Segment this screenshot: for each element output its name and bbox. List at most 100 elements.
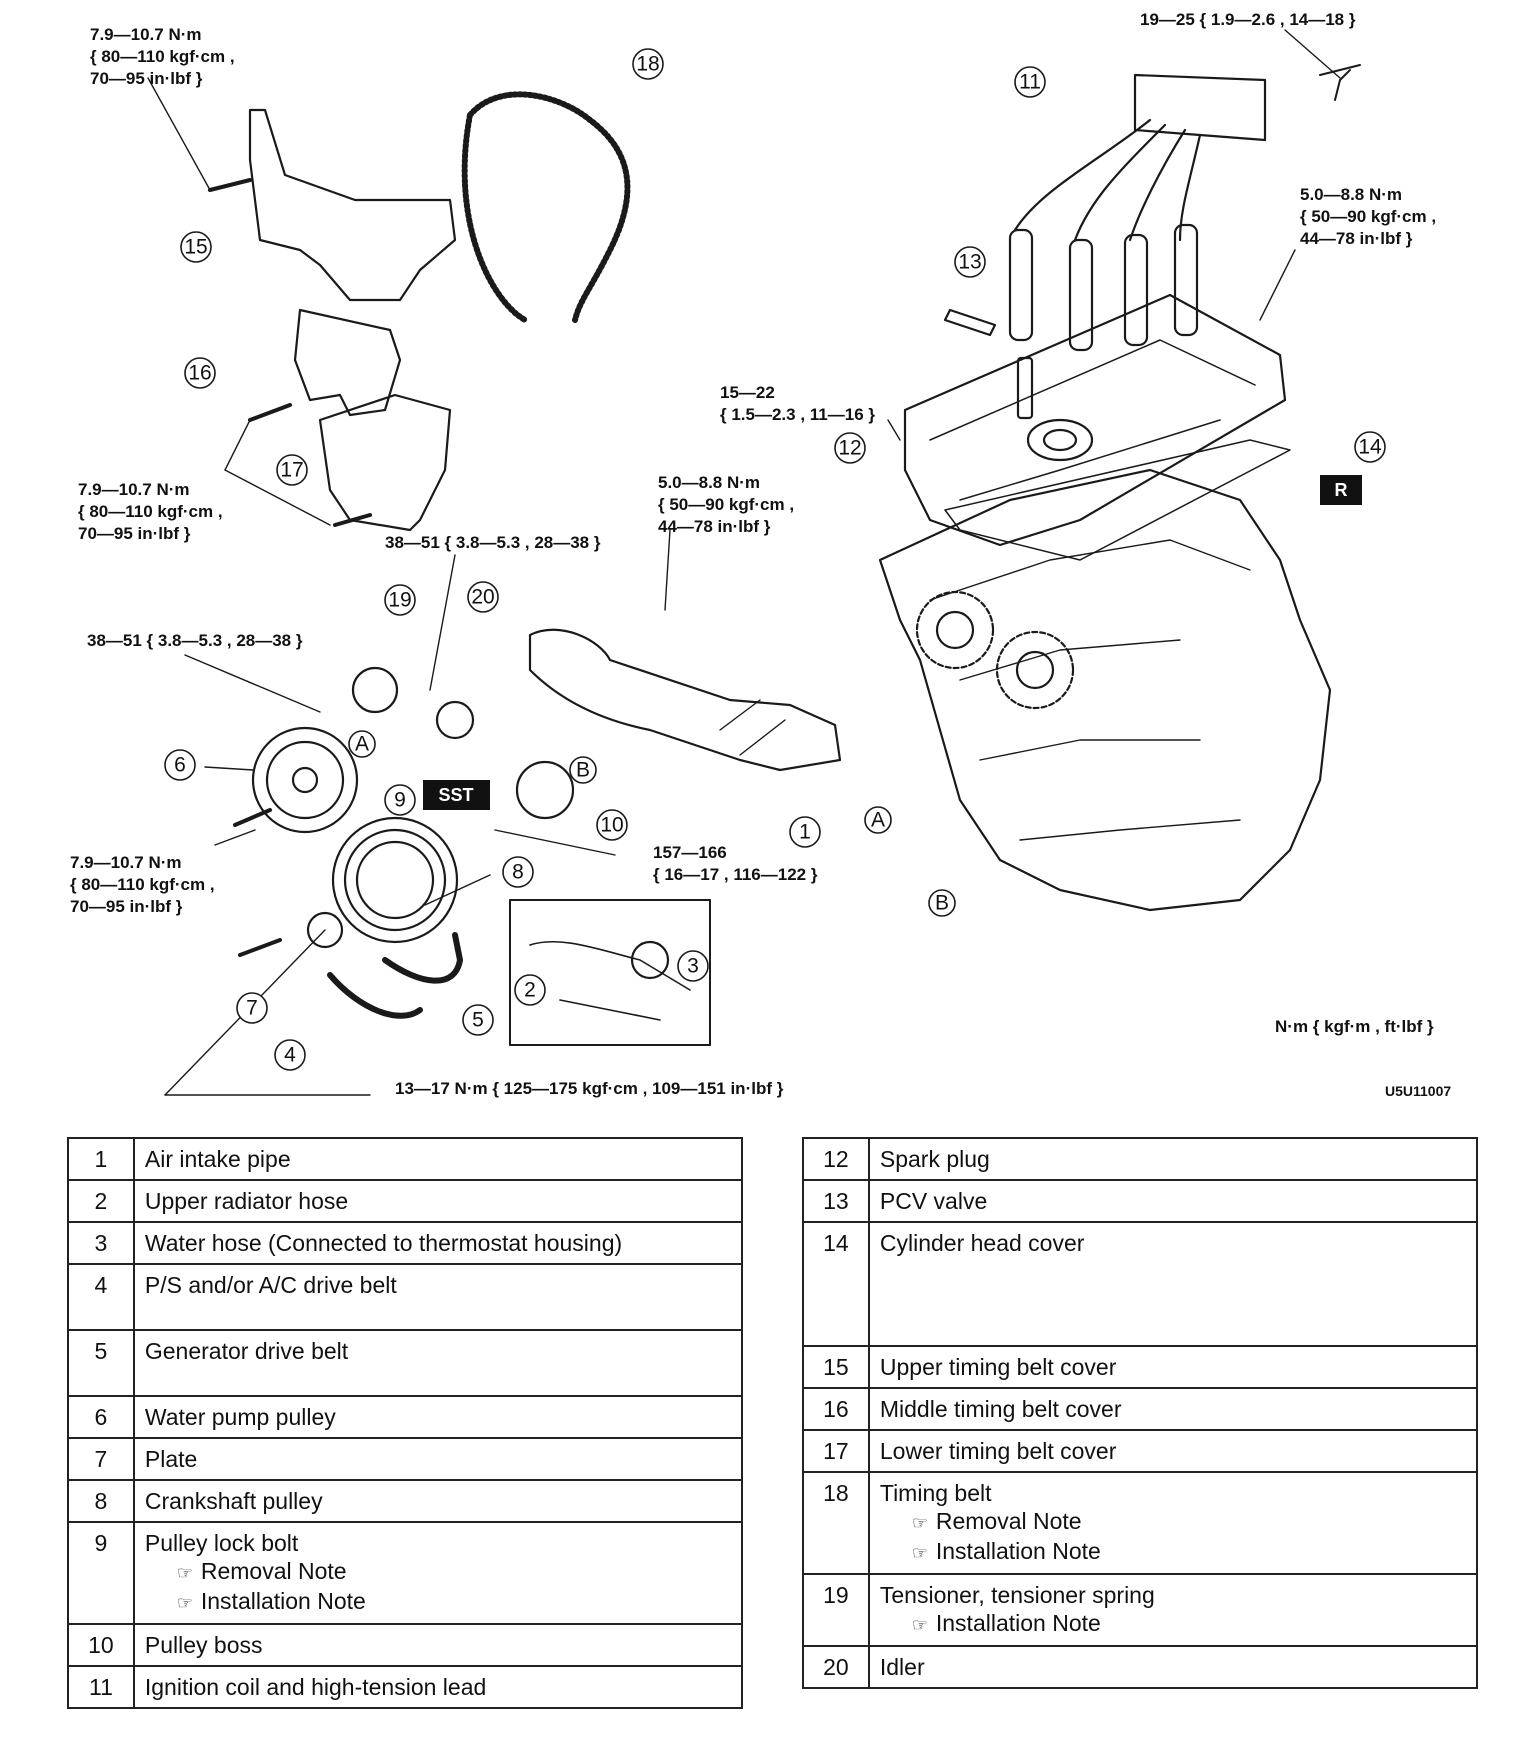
part-name-text: Air intake pipe (144, 1146, 291, 1172)
parts-row-5: 5 Generator drive belt (67, 1329, 744, 1397)
part-number: 3 (67, 1221, 135, 1265)
callout-number-14: 14 (1358, 436, 1382, 459)
part-name: PCV valve (867, 1179, 1479, 1223)
parts-row-11: 11 Ignition coil and high-tension lead (67, 1665, 744, 1709)
torque-line: 7.9—10.7 N·m (90, 25, 202, 44)
pointing-hand-icon: ☞ (176, 1563, 194, 1583)
letter-a-right: A (871, 809, 885, 832)
part-number: 1 (67, 1137, 135, 1181)
torque-line: 5.0—8.8 N·m (658, 473, 760, 492)
torque-label-spark-plug: 15—22{ 1.5—2.3 , 11—16 } (720, 383, 875, 424)
torque-label-head-cover-bolt: 5.0—8.8 N·m{ 50—90 kgf·cm ,44—78 in·lbf … (1300, 185, 1436, 248)
callout-number-13: 13 (958, 251, 981, 274)
cylinder-head-cover-drawing (903, 293, 1287, 547)
part-name-text: Upper radiator hose (144, 1188, 349, 1214)
part-name-text: Ignition coil and high-tension lead (144, 1674, 487, 1700)
letter-b-left: B (576, 759, 590, 782)
part-number: 5 (67, 1329, 135, 1397)
procedure-note-link[interactable]: ☞Installation Note (880, 1609, 1468, 1639)
letter-b-right: B (935, 892, 949, 915)
part-name-text: Spark plug (879, 1146, 990, 1172)
procedure-note-link[interactable]: ☞ Removal Note (145, 1557, 733, 1587)
torque-line: 7.9—10.7 N·m (70, 853, 182, 872)
pcv-valve-drawing (943, 308, 997, 337)
part-name: Upper timing belt cover (867, 1345, 1479, 1389)
torque-line: { 16—17 , 116—122 } (653, 865, 818, 884)
callout-number-11: 11 (1019, 71, 1041, 94)
procedure-note-text: Removal Note (200, 1558, 347, 1584)
callout-circle-2 (514, 974, 546, 1006)
pointing-hand-icon: ☞ (911, 1543, 929, 1563)
procedure-note-link[interactable]: ☞Removal Note (880, 1507, 1468, 1537)
part-name: Water hose (Connected to thermostat hous… (132, 1221, 744, 1265)
procedure-note-link[interactable]: ☞ Installation Note (145, 1587, 733, 1617)
part-name-text: Upper timing belt cover (879, 1354, 1117, 1380)
part-number: 17 (802, 1429, 870, 1473)
part-name: Pulley boss (132, 1623, 744, 1667)
part-name: Generator drive belt (132, 1329, 744, 1397)
part-name: P/S and/or A/C drive belt (132, 1263, 744, 1331)
part-number: 4 (67, 1263, 135, 1331)
units-note: N·m { kgf·m , ft·lbf } (1275, 1017, 1434, 1036)
letter-a-marker-right (864, 806, 892, 834)
callout-circle-6 (164, 749, 196, 781)
generator-drive-belt-drawing (382, 932, 463, 984)
figure-code: U5U11007 (1385, 1083, 1451, 1099)
callout-number-5: 5 (472, 1009, 484, 1032)
torque-label-water-pump-pulley: 7.9—10.7 N·m { 80—110 kgf·cm , 70—95 in·lb… (70, 853, 215, 916)
part-name-text: Tensioner, tensioner spring (879, 1582, 1155, 1608)
torque-label-idler: 38—51 { 3.8—5.3 , 28—38 } (87, 631, 303, 650)
torque-line: { 80—110 kgf·cm , (70, 875, 215, 894)
torque-line: { 80—110 kgf·cm , (78, 502, 223, 521)
part-number: 6 (67, 1395, 135, 1439)
letter-a-left: A (355, 733, 369, 756)
callout-number-16: 16 (188, 362, 211, 385)
part-number: 11 (67, 1665, 135, 1709)
part-name: Idler (867, 1645, 1479, 1689)
part-number: 12 (802, 1137, 870, 1181)
part-name: Air intake pipe (132, 1137, 744, 1181)
torque-line: 44—78 in·lbf } (658, 517, 771, 536)
letter-a-marker-left (348, 730, 376, 758)
callout-number-2: 2 (524, 979, 536, 1002)
torque-line: { 50—90 kgf·cm , (658, 495, 794, 514)
torque-line: 7.9—10.7 N·m (78, 480, 190, 499)
callout-circle-20 (467, 581, 499, 613)
torque-label-intake-bracket: 5.0—8.8 N·m { 50—90 kgf·cm , 44—78 in·lbf … (658, 473, 794, 536)
callout-circle-14 (1354, 431, 1386, 463)
part-number: 15 (802, 1345, 870, 1389)
torque-line: 70—95 in·lbf } (70, 897, 183, 916)
callout-number-10: 10 (600, 814, 623, 837)
callout-number-6: 6 (174, 754, 186, 777)
head-cover-gasket-drawing (944, 439, 1291, 561)
torque-label-cover-bolts: 7.9—10.7 N·m{ 80—110 kgf·cm ,70—95 in·lb… (78, 480, 223, 543)
callout-circle-3 (677, 950, 709, 982)
part-name-text: Lower timing belt cover (879, 1438, 1117, 1464)
callout-circle-12 (834, 432, 866, 464)
callout-number-9: 9 (394, 789, 406, 812)
callout-number-18: 18 (636, 53, 659, 76)
sst-tag-label: SST (438, 785, 473, 805)
procedure-note-link[interactable]: ☞Installation Note (880, 1537, 1468, 1567)
part-name-text: Generator drive belt (144, 1338, 349, 1364)
torque-line: 15—22 (720, 383, 775, 402)
middle-timing-cover-drawing (293, 308, 402, 417)
part-name-text: Cylinder head cover (879, 1230, 1085, 1256)
letter-b-marker-left (569, 756, 597, 784)
procedure-note-text: Installation Note (200, 1588, 366, 1614)
pointing-hand-icon: ☞ (176, 1593, 194, 1613)
part-name: Timing belt☞Removal Note☞Installation No… (867, 1471, 1479, 1575)
part-name-text: Crankshaft pulley (144, 1488, 323, 1514)
